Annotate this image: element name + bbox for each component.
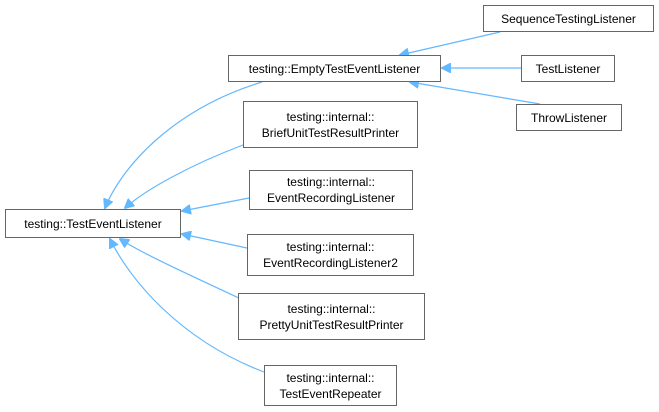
node-testing-emptytesteventlistener[interactable]: testing::EmptyTestEventListener [228,55,441,82]
node-label: TestEventRepeater [279,386,382,401]
node-namespace: testing::internal:: [286,370,375,385]
edge-pretty-to-base [120,239,244,301]
node-namespace: testing::internal:: [286,240,375,254]
node-label: SequenceTestingListener [501,11,636,26]
node-briefunittestresultprinter[interactable]: testing::internal:: BriefUnitTestResultP… [243,101,418,148]
edge-throw-to-empty [410,82,541,105]
node-throwlistener[interactable]: ThrowListener [516,104,622,131]
edge-repeater-to-base [110,239,265,373]
edge-brief-to-base [125,144,244,208]
node-testlistener[interactable]: TestListener [521,55,615,82]
edge-rec-to-base [182,197,250,211]
node-namespace: testing::internal:: [286,175,376,189]
edge-rec2-to-base [182,234,248,249]
edge-empty-to-base [105,81,263,208]
node-label: ThrowListener [530,110,608,125]
node-label: testing::TestEventListener [24,216,162,231]
node-label: testing::EmptyTestEventListener [248,61,421,76]
node-namespace: testing::internal:: [287,301,376,316]
node-label: TestListener [535,61,601,76]
node-label: BriefUnitTestResultPrinter [261,125,400,140]
node-testeventrepeater[interactable]: testing::internal:: TestEventRepeater [264,365,397,406]
node-eventrecordinglistener[interactable]: testing::internal:: EventRecordingListen… [249,170,413,210]
node-label: EventRecordingListener [266,191,396,205]
edge-seq-to-empty [400,31,501,55]
node-namespace: testing::internal:: [286,109,375,124]
node-label: EventRecordingListener2 [263,256,398,270]
node-prettyunittestresultprinter[interactable]: testing::internal:: PrettyUnitTestResult… [238,293,425,340]
node-sequencetestinglistener[interactable]: SequenceTestingListener [483,5,654,32]
node-testing-testeventlistener[interactable]: testing::TestEventListener [5,209,181,238]
node-label: PrettyUnitTestResultPrinter [259,317,404,332]
node-eventrecordinglistener2[interactable]: testing::internal:: EventRecordingListen… [247,234,414,276]
